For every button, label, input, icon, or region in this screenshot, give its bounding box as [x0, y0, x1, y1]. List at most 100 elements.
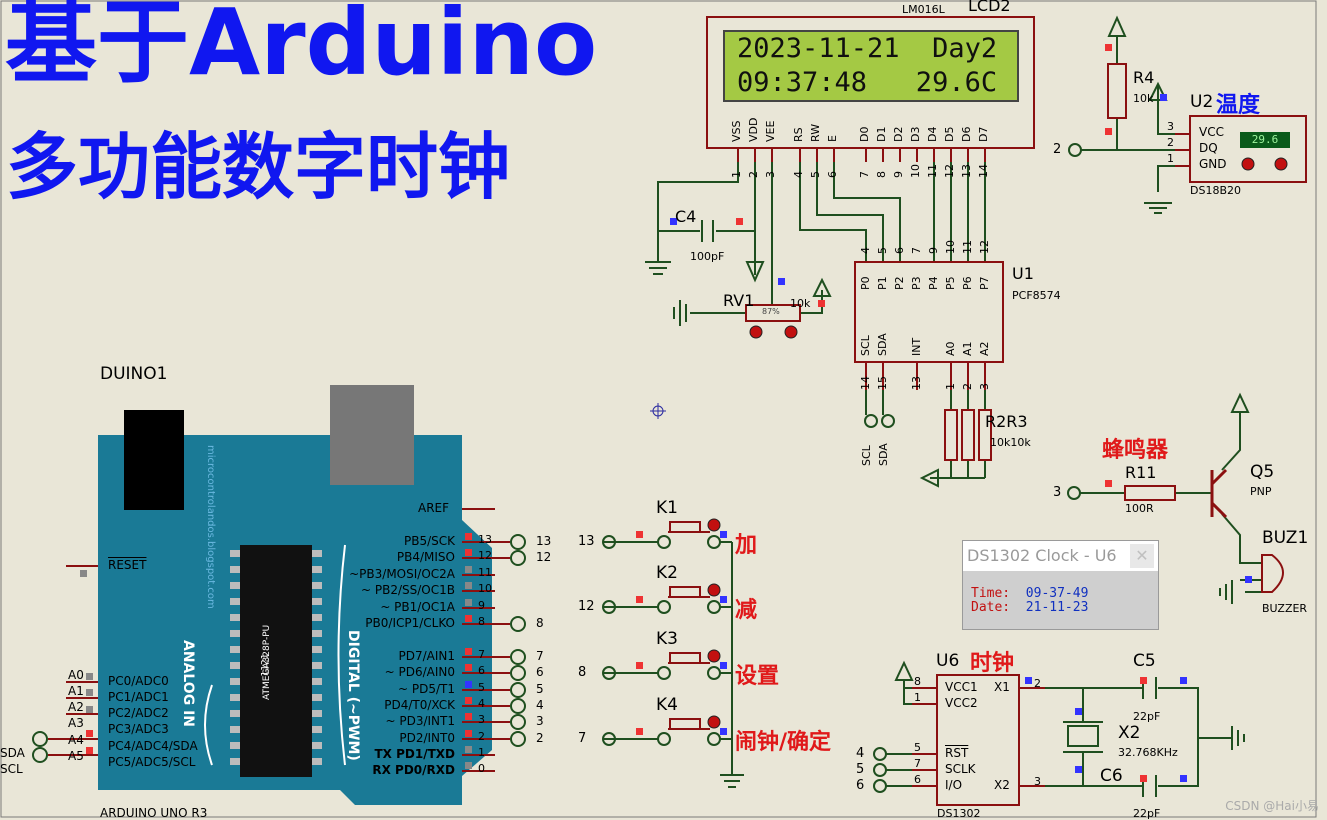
ds1302-right-pin-name: X2 [994, 778, 1010, 792]
arduino-digital-pin-number: 11 [478, 566, 492, 579]
r4-value: 10k [1133, 92, 1154, 105]
usb-connector [124, 410, 184, 510]
lcd-pin-number: 9 [892, 171, 905, 178]
buz-ref: BUZ1 [1262, 528, 1309, 548]
ds1302-right-pin-name: X1 [994, 680, 1010, 694]
ds1302-label-cn: 时钟 [970, 651, 1015, 676]
ds1302-left-pin-number: 1 [914, 691, 921, 704]
lcd-pin-name: D7 [977, 126, 990, 142]
ds1302-right-pin-number: 2 [1034, 677, 1041, 690]
pcf-top-pin-name: P4 [927, 276, 940, 290]
arduino-digital-net: 2 [536, 731, 544, 745]
ds1302-model: DS1302 [937, 807, 981, 820]
arduino-digital-pin-number: 1 [478, 746, 485, 759]
r2r3-value: 10k10k [990, 436, 1031, 449]
lcd-pin-name: RW [809, 123, 822, 142]
pcf-ref: U1 [1012, 264, 1034, 283]
lcd-pin-name: D2 [892, 126, 905, 142]
pcf-bottom-pin-number: 14 [859, 376, 872, 390]
arduino-digital-net: 3 [536, 714, 544, 728]
arduino-digital-net: 7 [536, 649, 544, 663]
ds18b20-pin-number: 2 [1167, 136, 1174, 149]
lcd-line1: 2023-11-21 Day2 [737, 33, 998, 64]
lcd-pin-number: 8 [875, 171, 888, 178]
popup-titlebar[interactable]: DS1302 Clock - U6 ✕ [963, 541, 1158, 571]
arduino-digital-pin-number: 9 [478, 599, 485, 612]
lcd-pin-name: VEE [764, 120, 777, 142]
pcf-top-pin-number: 11 [961, 240, 974, 254]
ds1302-left-pin-name: VCC2 [945, 696, 978, 710]
ds18b20-label-cn: 温度 [1216, 93, 1261, 118]
lcd-pin-name: D3 [909, 126, 922, 142]
lcd-pin-name: D5 [943, 126, 956, 142]
key-net: 13 [578, 534, 595, 549]
pcf-bottom-pin-name: SDA [876, 333, 889, 356]
c4-ref: C4 [675, 207, 697, 226]
lcd-pin-name: VDD [747, 117, 760, 142]
mcu-chip [240, 545, 312, 777]
key-ref: K1 [656, 498, 678, 518]
pcf-top-pin-number: 12 [978, 240, 991, 254]
ds1302-net: 6 [856, 778, 865, 793]
rv1-percent: 87% [762, 307, 780, 316]
lcd-pin-number: 13 [960, 164, 973, 178]
rv1-ref: RV1 [723, 291, 755, 310]
ds1302-clock-popup[interactable]: DS1302 Clock - U6 ✕ Time: 09-37-49 Date:… [962, 540, 1159, 630]
popup-close-button[interactable]: ✕ [1130, 544, 1154, 568]
arduino-aref: AREF [418, 501, 450, 515]
title-line1: 基于Arduino [5, 0, 598, 96]
power-jack [330, 385, 414, 485]
pcf-top-pin-name: P6 [961, 276, 974, 290]
lcd-pin-name: D4 [926, 126, 939, 142]
lcd-pin-number: 6 [826, 171, 839, 178]
pcf8574-body [854, 261, 1004, 363]
r11-ref: R11 [1125, 463, 1157, 482]
pcf-top-pin-name: P3 [910, 276, 923, 290]
arduino-digital-pin-name: ~ PD6/AIN0 [384, 665, 455, 679]
arduino-analog-pin-number: A1 [68, 684, 84, 698]
ds1302-left-pin-name: RST [945, 746, 969, 760]
pcf-bottom-pin-number: 1 [944, 383, 957, 390]
lcd-pin-number: 3 [764, 171, 777, 178]
arduino-analog-pin-number: A5 [68, 749, 84, 763]
ds1302-body [936, 674, 1020, 806]
lcd-pin-number: 2 [747, 171, 760, 178]
buzzer-net: 3 [1053, 485, 1062, 500]
ds18b20-pin-name: VCC [1199, 125, 1224, 139]
ds18b20-net: 2 [1053, 142, 1062, 157]
ds1302-net: 4 [856, 746, 865, 761]
ds18b20-body [1189, 115, 1307, 183]
arduino-analog-pin-number: A0 [68, 668, 84, 682]
lcd-pin-name: E [826, 135, 839, 142]
key-ref: K4 [656, 695, 678, 715]
arduino-digital-pin-number: 5 [478, 681, 485, 694]
arduino-analog-pin-name: PC1/ADC1 [108, 690, 169, 704]
ds1302-left-pin-number: 5 [914, 741, 921, 754]
ds18b20-pin-number: 1 [1167, 152, 1174, 165]
lcd-model: LM016L [902, 3, 945, 16]
arduino-digital-pin-number: 6 [478, 664, 485, 677]
pcf-top-pin-name: P2 [893, 276, 906, 290]
arduino-analog-pin-name: PC5/ADC5/SCL [108, 755, 196, 769]
lcd-pin-number: 10 [909, 164, 922, 178]
ds1302-left-pin-name: SCLK [945, 762, 976, 776]
lcd-pin-number: 11 [926, 164, 939, 178]
ds18b20-pin-number: 3 [1167, 120, 1174, 133]
popup-date-key: Date: [971, 600, 1011, 615]
lcd-pin-number: 12 [943, 164, 956, 178]
popup-time-key: Time: [971, 586, 1011, 601]
lcd-pin-name: VSS [730, 120, 743, 143]
arduino-digital-net: 8 [536, 616, 544, 630]
arduino-digital-net: 6 [536, 665, 544, 679]
lcd-pin-number: 4 [792, 171, 805, 178]
pcf-bottom-pin-number: 2 [961, 383, 974, 390]
ds18b20-pin-name: GND [1199, 157, 1227, 171]
x2-value: 32.768KHz [1118, 746, 1178, 759]
ds18b20-reading: 29.6 [1251, 133, 1279, 146]
digital-label: DIGITAL (~PWM) [345, 630, 361, 761]
key-net: 12 [578, 599, 595, 614]
pcf-top-pin-number: 4 [859, 247, 872, 254]
arduino-analog-pin-number: A3 [68, 716, 84, 730]
arduino-digital-pin-name: ~ PB1/OC1A [380, 600, 455, 614]
